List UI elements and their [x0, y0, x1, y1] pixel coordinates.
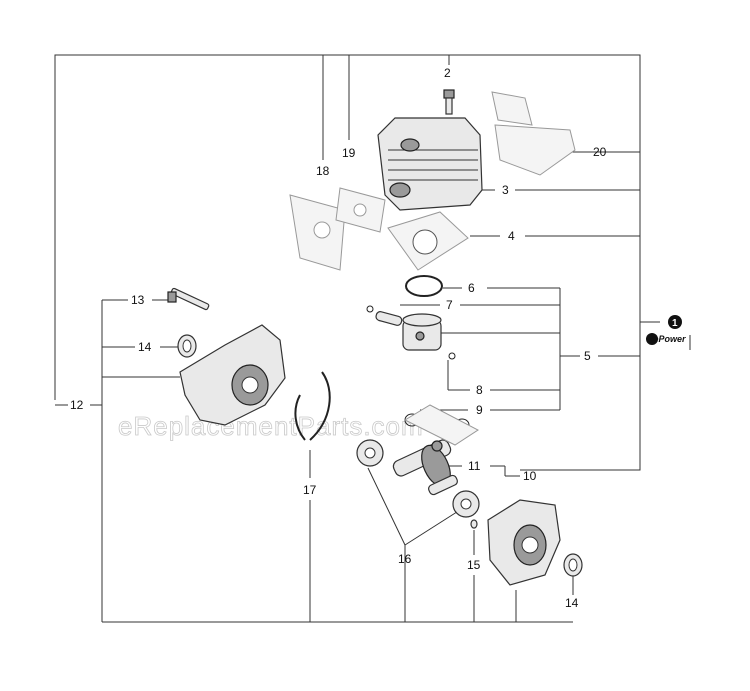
- part-12-crankcase-half: [179, 324, 286, 426]
- part-17-retainer: [294, 371, 331, 441]
- part-8-circlips: [366, 305, 456, 360]
- part-4-gasket: [387, 211, 469, 271]
- crankcase-right-half: [487, 499, 561, 586]
- callout-18: 18: [316, 164, 330, 178]
- part-10-crankshaft: [392, 439, 458, 496]
- part-13-bolt: [167, 287, 210, 311]
- badge-number: 1: [672, 318, 678, 329]
- callout-2: 2: [444, 66, 451, 80]
- part-2-bolt: [443, 89, 455, 115]
- part-18-gasket: [289, 194, 346, 271]
- callout-17: 17: [303, 483, 317, 497]
- part-20-gasket: [491, 91, 576, 176]
- watermark-text: eReplacementParts.com: [118, 411, 424, 441]
- part-19-gasket: [335, 187, 386, 233]
- callout-15: 15: [467, 558, 481, 572]
- part-5-piston: [402, 313, 442, 351]
- callout-labels: 2 3 4 5 6 7 8 9 10 11 12 13 14 14 15 16 …: [70, 66, 607, 610]
- callout-9: 9: [476, 403, 483, 417]
- callout-10: 10: [523, 469, 537, 483]
- part-3-cylinder: [377, 117, 483, 211]
- part-11-needle-bearing: [431, 440, 443, 452]
- part-14-seal-left: [177, 334, 197, 358]
- badge-text: RePower: [647, 334, 686, 344]
- callout-4: 4: [508, 229, 515, 243]
- callout-12: 12: [70, 398, 84, 412]
- part-15-pin: [470, 519, 478, 529]
- repower-badge: 1 RePower: [646, 315, 691, 350]
- part-7-pin: [375, 311, 403, 326]
- callout-6: 6: [468, 281, 475, 295]
- badge-circle: [668, 315, 682, 329]
- callout-14-right: 14: [565, 596, 579, 610]
- callout-20: 20: [593, 145, 607, 159]
- callout-11: 11: [468, 459, 481, 473]
- callout-19: 19: [342, 146, 356, 160]
- part-6-ring: [405, 275, 443, 297]
- callout-16: 16: [398, 552, 412, 566]
- part-14-seal-right: [563, 553, 583, 577]
- callout-14-left: 14: [138, 340, 152, 354]
- callout-13: 13: [131, 293, 145, 307]
- part-16-bearings: [356, 439, 480, 518]
- callout-7: 7: [446, 298, 453, 312]
- callout-5: 5: [584, 349, 591, 363]
- part-9-washers: [403, 404, 479, 446]
- callout-8: 8: [476, 383, 483, 397]
- callout-3: 3: [502, 183, 509, 197]
